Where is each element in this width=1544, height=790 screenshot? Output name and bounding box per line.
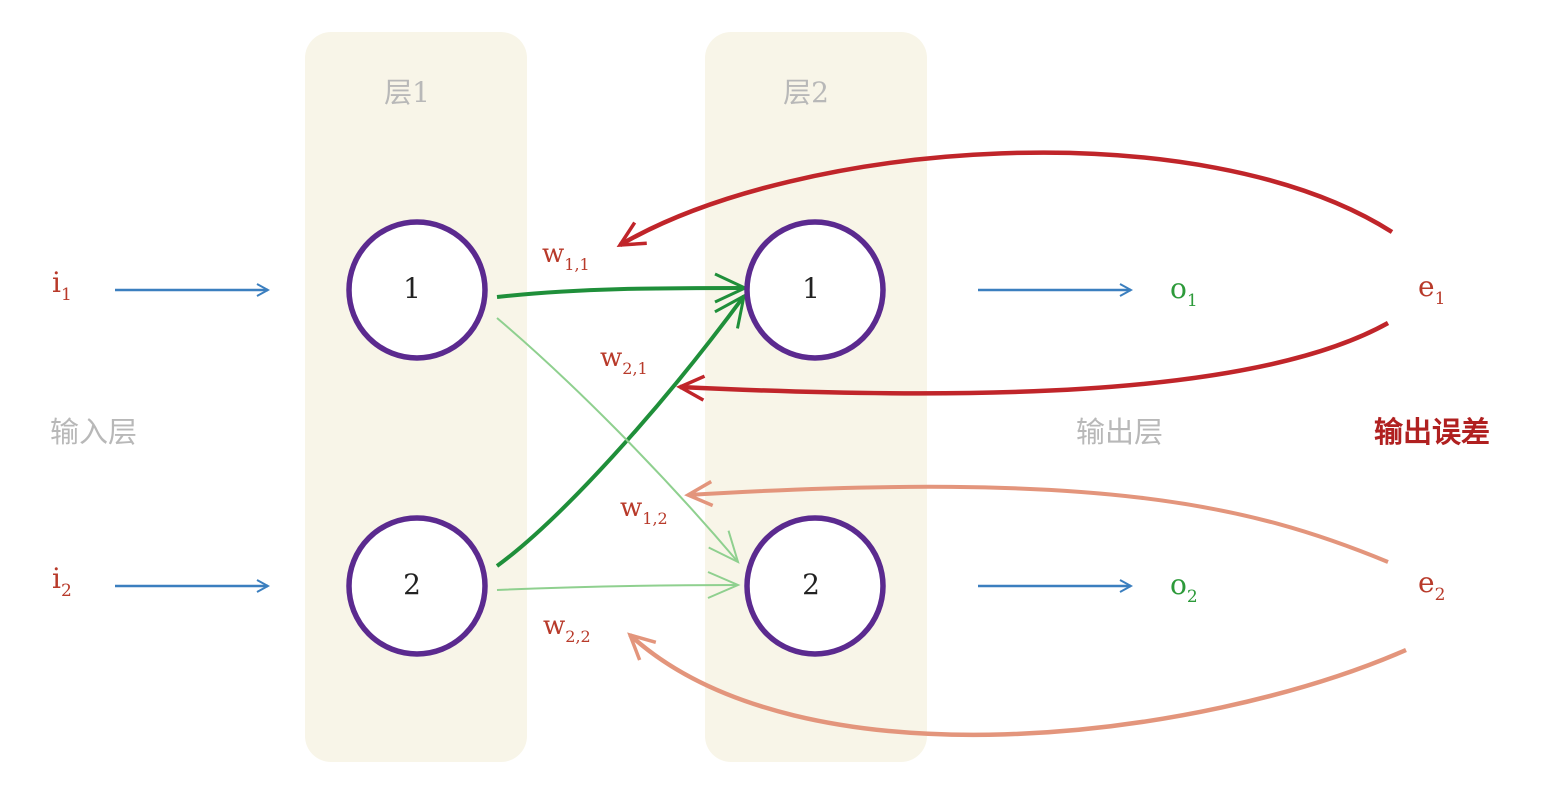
layer1-node-2 — [346, 515, 488, 657]
output-layer-label: 输出层 — [1076, 415, 1163, 449]
weight-2-2-label: w2,2 — [543, 611, 591, 646]
weight-link-2-1 — [495, 293, 747, 568]
layer1-node-1-label: 1 — [403, 272, 421, 305]
error1-to-weight21-arrow — [676, 321, 1390, 402]
input-2-label: i2 — [52, 562, 72, 601]
weight-link-1-2 — [496, 317, 740, 564]
layer1-node-2-label: 2 — [403, 568, 421, 601]
error-1-label: e1 — [1418, 270, 1445, 309]
error2-to-weight12-arrow — [684, 480, 1389, 564]
layer1-title: 层1 — [384, 76, 430, 109]
layer2-node-1-label: 1 — [802, 272, 820, 305]
input-1-label: i1 — [52, 266, 72, 305]
layer2-node-2-label: 2 — [802, 568, 820, 601]
output-1-label: o1 — [1170, 272, 1198, 311]
input-layer-label: 输入层 — [50, 415, 137, 449]
weight-link-1-1 — [496, 272, 749, 304]
error1-to-weight11-arrow — [616, 150, 1394, 247]
layer1-node-1 — [346, 219, 488, 361]
layer2-title: 层2 — [783, 76, 829, 109]
layer2-node-2 — [744, 515, 886, 657]
weight-2-1-label: w2,1 — [600, 343, 648, 378]
output-2-label: o2 — [1170, 568, 1198, 607]
error-2-label: e2 — [1418, 566, 1445, 605]
error2-to-weight22-arrow — [627, 632, 1407, 738]
weight-link-2-2 — [496, 571, 741, 599]
weight-1-2-label: w1,2 — [620, 493, 668, 528]
weight-1-1-label: w1,1 — [542, 239, 590, 274]
layer2-node-1 — [744, 219, 886, 361]
output-error-label: 输出误差 — [1374, 415, 1490, 449]
